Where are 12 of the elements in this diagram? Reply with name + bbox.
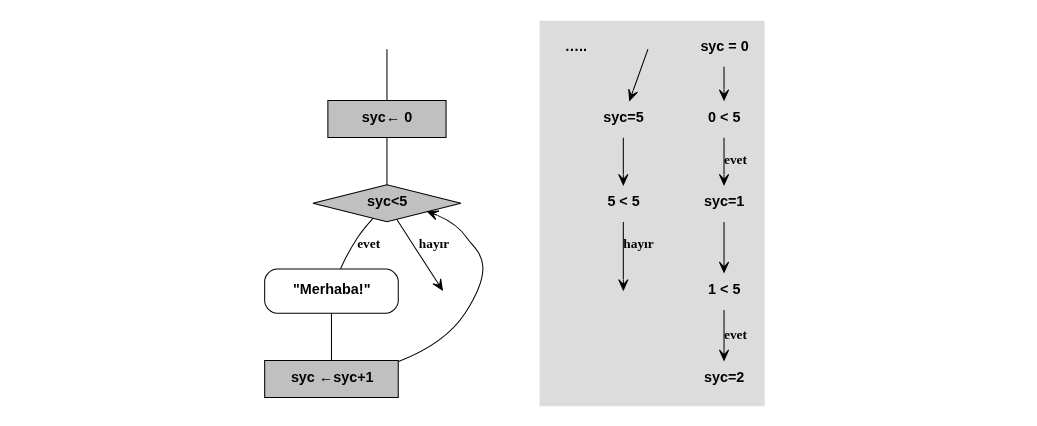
node-text: syc=2 — [703, 368, 745, 385]
node-text: 1 < 5 — [708, 280, 741, 297]
label: ….. — [564, 37, 588, 54]
node-text: syc = 0 — [700, 37, 749, 54]
edge-label: evet — [724, 326, 747, 342]
edge-label: evet — [724, 151, 747, 167]
node-text: 0 < 5 — [708, 108, 741, 125]
edge-label: evet — [357, 235, 381, 251]
node-text: 5 < 5 — [607, 192, 640, 209]
edge-label: hayır — [418, 235, 450, 251]
node-text: syc=1 — [703, 192, 745, 209]
node-text: syc=5 — [603, 108, 644, 125]
